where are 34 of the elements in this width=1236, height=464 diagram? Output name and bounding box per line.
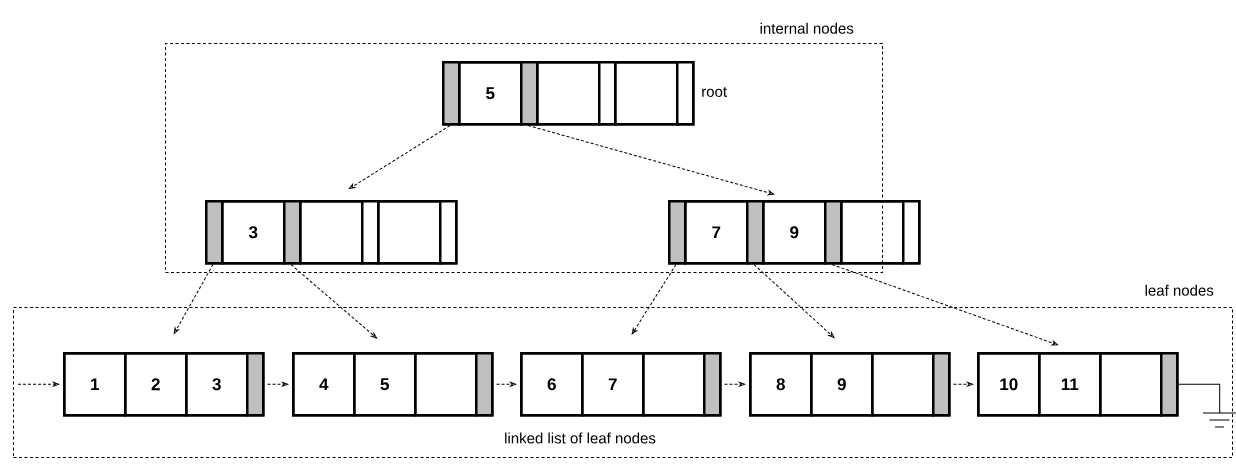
arrow xyxy=(267,381,289,387)
leaf-node xyxy=(749,352,951,417)
leaf-node xyxy=(977,352,1179,417)
key-cell: 1 xyxy=(63,352,127,417)
key-cell: 8 xyxy=(749,352,813,417)
group-label: linked list of leaf nodes xyxy=(505,432,656,444)
key-cell: 2 xyxy=(124,352,188,417)
arrow xyxy=(290,264,377,339)
key-cell: 4 xyxy=(292,352,356,417)
arrow xyxy=(831,264,1059,346)
tree-node xyxy=(668,200,921,265)
key-cell: 5 xyxy=(353,352,417,417)
leaf-node xyxy=(292,352,494,417)
arrow xyxy=(348,125,451,190)
arrow xyxy=(17,381,60,387)
key-cell: 10 xyxy=(977,352,1041,417)
leaf-node xyxy=(63,352,265,417)
arrow xyxy=(527,125,775,196)
tree-node xyxy=(205,200,458,265)
arrow xyxy=(724,381,746,387)
leaf-node xyxy=(520,352,722,417)
key-cell: 6 xyxy=(520,352,584,417)
arrow xyxy=(753,264,835,339)
arrow xyxy=(631,264,677,335)
arrow xyxy=(496,381,517,387)
key-cell: 11 xyxy=(1038,352,1102,417)
key-cell: 9 xyxy=(810,352,874,417)
arrow xyxy=(953,381,974,387)
ground-symbol xyxy=(1202,412,1236,428)
node-caption: root xyxy=(702,87,727,97)
arrow xyxy=(173,264,214,334)
group-label: internal nodes xyxy=(760,22,854,34)
group-label: leaf nodes xyxy=(1145,284,1214,296)
key-cell: 7 xyxy=(581,352,645,417)
